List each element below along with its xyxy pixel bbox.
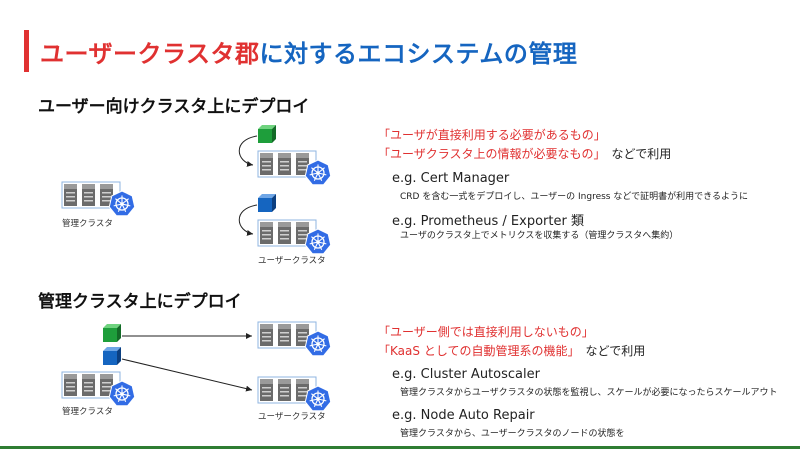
section1-quote1: 「ユーザが直接利用する必要があるもの」 [378, 128, 606, 142]
section1-eg1-title: e.g. Cert Manager [392, 171, 510, 186]
section1-quote2-red: 「ユーザクラスタ上の情報が必要なもの」 [378, 147, 600, 161]
section1-user-label: ユーザークラスタ [258, 256, 326, 266]
section2-quote2: 「KaaS としての自動管理系の機能」 などで利用 [378, 342, 645, 359]
mgmt-cluster-1 [62, 182, 135, 216]
mgmt-cluster-2 [62, 372, 135, 406]
section1-quote2-tail: などで利用 [599, 147, 672, 161]
section2-eg2-desc: 管理クラスタから、ユーザークラスタのノードの状態を [400, 429, 625, 439]
section1-eg2-title: e.g. Prometheus / Exporter 類 [392, 214, 584, 229]
section2-user-label: ユーザークラスタ [258, 412, 326, 422]
section1-eg1-desc: CRD を含む一式をデプロイし、ユーザーの Ingress などで証明書が利用で… [400, 192, 749, 202]
section1-mgmt-label: 管理クラスタ [62, 219, 113, 229]
section2-quote2-red: KaaS としての自動管理系の機能 [390, 344, 568, 358]
section2-eg2-title: e.g. Node Auto Repair [392, 408, 535, 423]
section2-quote2-tail: などで利用 [573, 344, 646, 358]
title-accent-bar [24, 30, 29, 72]
section2-heading: 管理クラスタ上にデプロイ [38, 292, 242, 312]
title-rest: に対するエコシステムの管理 [259, 40, 578, 68]
user-cluster-2b [258, 377, 331, 411]
section2-quote2-open: 「 [378, 344, 391, 358]
section2-eg1-desc: 管理クラスタからユーザクラスタの状態を監視し、スケールが必要になったらスケールア… [400, 388, 778, 398]
footer-line [0, 446, 800, 449]
section2-quote1: 「ユーザー側では直接利用しないもの」 [378, 325, 594, 339]
user-cluster-2a [258, 322, 331, 356]
user-cluster-1a [258, 151, 331, 185]
section2-mgmt-label: 管理クラスタ [62, 407, 113, 417]
section2-quote2-close: 」 [567, 344, 574, 358]
green-cube-2 [103, 324, 121, 342]
blue-cube-1 [258, 194, 276, 212]
blue-cube-2 [103, 347, 121, 365]
page-title: ユーザークラスタ郡に対するエコシステムの管理 [40, 34, 577, 69]
green-cube-1 [258, 125, 276, 143]
user-cluster-1b [258, 220, 331, 254]
section1-heading: ユーザー向けクラスタ上にデプロイ [38, 97, 310, 117]
section2-eg1-title: e.g. Cluster Autoscaler [392, 367, 540, 382]
title-highlight: ユーザークラスタ郡 [40, 40, 260, 68]
section1-quote2: 「ユーザクラスタ上の情報が必要なもの」 などで利用 [378, 145, 671, 162]
section1-eg2-desc: ユーザのクラスタ上でメトリクスを収集する（管理クラスタへ集約） [400, 231, 679, 241]
